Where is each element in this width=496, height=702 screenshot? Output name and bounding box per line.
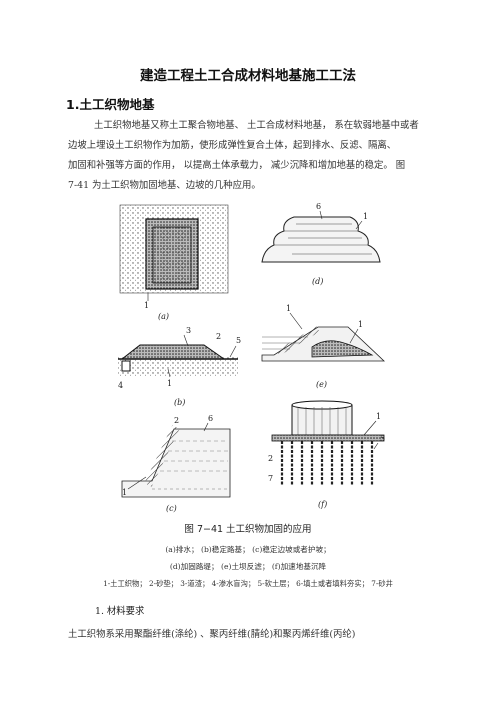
page-title: 建造工程土工合成材料地基施工工法 — [140, 68, 356, 84]
panel-b: 3 2 5 4 1 (b) — [118, 326, 241, 407]
callout-number: 2 — [268, 454, 273, 463]
callout-number: 6 — [316, 202, 321, 211]
section-heading: 1.土工织物地基 — [66, 97, 155, 112]
panel-label: (b) — [174, 398, 185, 407]
callout-number: 1 — [376, 412, 381, 421]
panel-d: 6 1 (d) — [261, 202, 381, 286]
callout-number: 3 — [186, 326, 191, 335]
panel-e: 1 1 (e) — [261, 304, 386, 389]
panel-label: (f) — [318, 500, 327, 509]
body-paragraph: 土工织物地基又称土工聚合物地基、 土工合成材料地基， 系在软弱地基中或者 边坡上… — [68, 116, 440, 196]
callout-number: 5 — [236, 336, 241, 345]
item-heading: 1. 材料要求 — [95, 606, 145, 617]
callout-number: 1 — [167, 379, 172, 388]
callout-number: 5 — [380, 434, 385, 443]
callout-number: 1 — [363, 212, 368, 221]
callout-number: 4 — [118, 381, 123, 390]
figure-legend: 1-土工织物； 2-砂垫； 3-道渣； 4-渗水盲沟； 5-软土层； 6-填土或… — [103, 579, 393, 588]
paragraph-line: 边坡上埋设土工织物作为加筋，使形成弹性复合土体，起到排水、反滤、隔离、 — [68, 140, 397, 151]
paragraph-line: 土工织物地基又称土工聚合物地基、 土工合成材料地基， 系在软弱地基中或者 — [94, 120, 419, 131]
figure-subcaption: (a)排水； (b)稳定路基； (c)稳定边坡或者护坡； — [165, 545, 331, 554]
figure-drawing: 1 (a) 6 1 (d) 3 2 5 4 1 (b) — [118, 202, 386, 513]
callout-number: 1 — [122, 488, 127, 497]
callout-number: 6 — [208, 414, 213, 423]
figure-caption: 图 7−41 土工织物加固的应用 — [184, 524, 312, 535]
paragraph-line: 加固和补强等方面的作用， 以提高土体承载力， 减少沉降和增加地基的稳定。 图 — [68, 160, 406, 171]
panel-label: (a) — [158, 312, 169, 321]
panel-c: 2 6 1 (c) — [121, 414, 231, 513]
panel-label: (e) — [316, 380, 327, 389]
figure-subcaption: (d)加固路堤； (e)土坝反滤； (f)加速地基沉降 — [169, 562, 327, 571]
callout-number: 1 — [144, 301, 149, 310]
callout-number: 1 — [358, 320, 363, 329]
callout-number: 1 — [286, 304, 291, 313]
paragraph-line: 7-41 为土工织物加固地基、边坡的几种应用。 — [68, 180, 261, 191]
callout-number: 7 — [268, 474, 273, 483]
figure-7-41: 1 (a) 6 1 (d) 3 2 5 4 1 (b) — [112, 197, 394, 517]
panel-f: 1 5 2 7 (f) — [268, 400, 385, 509]
panel-a: 1 (a) — [119, 204, 229, 321]
paragraph-line: 土工织物系采用聚酯纤维(涤纶) 、聚丙纤维(腈纶)和聚丙烯纤维(丙纶) — [68, 629, 356, 640]
callout-number: 2 — [174, 416, 179, 425]
panel-label: (c) — [166, 504, 177, 513]
panel-label: (d) — [312, 277, 323, 286]
callout-number: 2 — [216, 332, 221, 341]
